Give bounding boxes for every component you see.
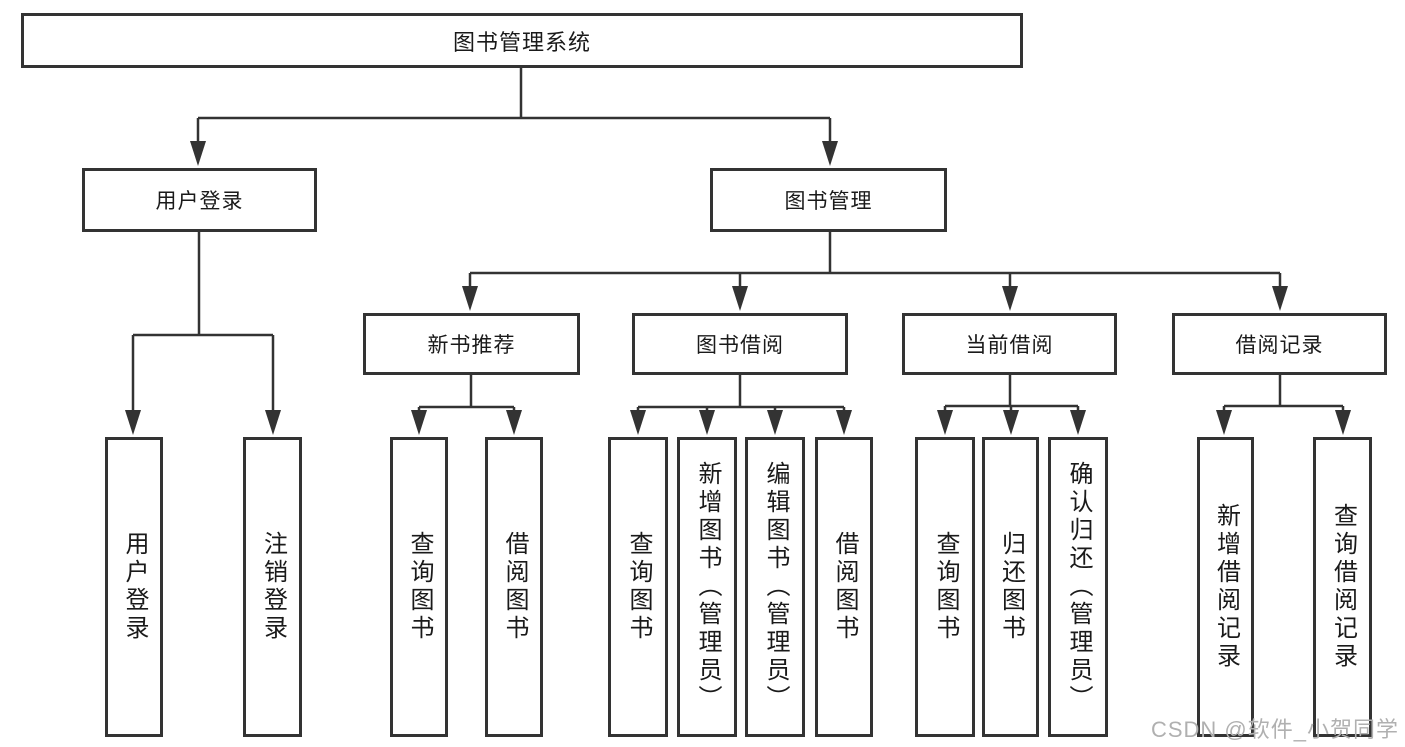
- leaf-query-books-recommend-label: 查询图书: [406, 531, 433, 643]
- node-new-book-recommendation-label: 新书推荐: [427, 334, 516, 357]
- leaf-query-books-current-label: 查询图书: [932, 531, 959, 643]
- leaf-borrow-books-recommend-label: 借阅图书: [501, 531, 528, 643]
- leaf-add-books-admin: 新增图书（管理员）: [677, 437, 737, 737]
- node-current-borrowing-label: 当前借阅: [965, 334, 1054, 357]
- leaf-confirm-return-admin: 确认归还（管理员）: [1048, 437, 1108, 737]
- node-root-library-management-system: 图书管理系统: [21, 13, 1023, 68]
- node-new-book-recommendation: 新书推荐: [363, 313, 580, 375]
- node-user-login-label: 用户登录: [155, 190, 244, 213]
- csdn-watermark: CSDN @软件_小贺同学: [1150, 717, 1399, 742]
- leaf-return-books: 归还图书: [982, 437, 1039, 737]
- node-current-borrowing: 当前借阅: [902, 313, 1117, 375]
- leaf-query-borrow-record-label: 查询借阅记录: [1329, 503, 1357, 671]
- node-borrowing-records-label: 借阅记录: [1235, 334, 1324, 357]
- leaf-query-books-current: 查询图书: [915, 437, 975, 737]
- leaf-edit-books-admin: 编辑图书（管理员）: [745, 437, 805, 737]
- leaf-query-books-borrowing-label: 查询图书: [625, 531, 652, 643]
- node-book-management-label: 图书管理: [784, 190, 873, 213]
- leaf-borrow-books-recommend: 借阅图书: [485, 437, 543, 737]
- node-book-borrowing: 图书借阅: [632, 313, 848, 375]
- leaf-logout: 注销登录: [243, 437, 302, 737]
- leaf-logout-label: 注销登录: [259, 531, 287, 643]
- node-book-borrowing-label: 图书借阅: [696, 334, 784, 357]
- leaf-user-login-label: 用户登录: [121, 531, 148, 643]
- node-borrowing-records: 借阅记录: [1172, 313, 1387, 375]
- leaf-user-login: 用户登录: [105, 437, 163, 737]
- leaf-query-borrow-record: 查询借阅记录: [1313, 437, 1372, 737]
- node-user-login: 用户登录: [82, 168, 317, 232]
- leaf-add-borrow-record: 新增借阅记录: [1197, 437, 1254, 737]
- leaf-borrow-books-label: 借阅图书: [831, 531, 858, 643]
- leaf-return-books-label: 归还图书: [997, 531, 1025, 643]
- leaf-add-borrow-record-label: 新增借阅记录: [1212, 503, 1240, 671]
- leaf-edit-books-admin-label: 编辑图书（管理员）: [762, 461, 789, 713]
- leaf-query-books-recommend: 查询图书: [390, 437, 448, 737]
- node-root-label: 图书管理系统: [452, 29, 591, 55]
- leaf-borrow-books: 借阅图书: [815, 437, 873, 737]
- leaf-add-books-admin-label: 新增图书（管理员）: [694, 461, 721, 713]
- node-book-management: 图书管理: [710, 168, 947, 232]
- leaf-confirm-return-admin-label: 确认归还（管理员）: [1065, 461, 1092, 713]
- leaf-query-books-borrowing: 查询图书: [608, 437, 668, 737]
